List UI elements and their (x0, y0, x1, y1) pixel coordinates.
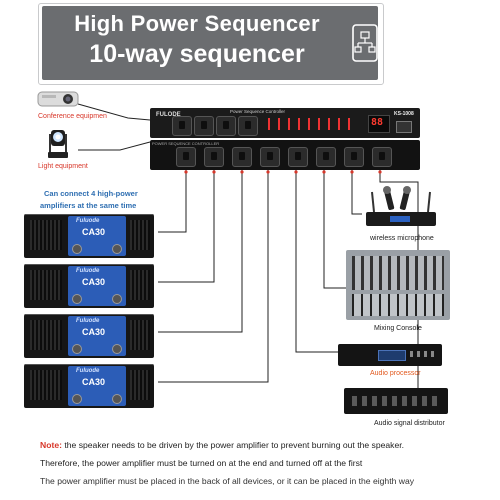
audio-processor-label: Audio processor (370, 370, 421, 377)
amp-knob (112, 394, 122, 404)
wireless-microphone-image (366, 186, 436, 226)
rear-outlet (316, 147, 336, 167)
console-faders (352, 294, 444, 316)
console-knobs (352, 256, 444, 290)
sequencer-rear-panel: POWER SEQUENCE CONTROLLER (150, 140, 420, 170)
amp-knob (72, 244, 82, 254)
amp-knob (112, 344, 122, 354)
amp-model: CA30 (82, 277, 106, 287)
amp-knob (72, 394, 82, 404)
sequencer-front-panel: FULODE Power Sequence Controller 88 KS-1… (150, 108, 420, 138)
front-outlet (194, 116, 214, 136)
amp-vent (130, 220, 150, 250)
amp-brand: Fuluode (76, 268, 100, 274)
banner-title-line1: High Power Sequencer (74, 11, 320, 36)
note-line3: The power amplifier must be placed in th… (40, 476, 415, 486)
rear-outlet (372, 147, 392, 167)
note-line1-text: the speaker needs to be driven by the po… (61, 440, 405, 450)
mixing-console-label: Mixing Console (374, 325, 422, 332)
amp-brand: Fuluode (76, 218, 100, 224)
rear-outlet (288, 147, 308, 167)
amp-knob (112, 294, 122, 304)
amp-knob (112, 244, 122, 254)
amp-vent (30, 270, 62, 300)
channel-leds (268, 118, 358, 130)
sequencer-brand: FULODE (156, 112, 181, 118)
rear-outlet (260, 147, 280, 167)
processor-screen (378, 350, 406, 361)
amp-vent (30, 220, 62, 250)
amp-vent (30, 370, 62, 400)
amp-note-line1: Can connect 4 high-power (44, 189, 138, 198)
audio-distributor-image (344, 388, 448, 414)
amp-brand: Fuluode (76, 318, 100, 324)
amp-model: CA30 (82, 327, 106, 337)
rear-outlet (176, 147, 196, 167)
front-outlet (172, 116, 192, 136)
amplifier-3: Fuluode CA30 (24, 314, 154, 358)
banner-frame (38, 3, 384, 85)
sequencer-panel-title: Power Sequence Controller (230, 109, 286, 114)
banner (42, 6, 378, 80)
amp-vent (130, 320, 150, 350)
amp-model: CA30 (82, 227, 106, 237)
processor-buttons (410, 351, 438, 357)
stage-light-image (48, 130, 68, 158)
light-label: Light equipment (38, 163, 88, 170)
led-display: 88 (368, 115, 390, 133)
rear-panel-text: POWER SEQUENCE CONTROLLER (152, 141, 220, 146)
sequencer-model: KS-1008 (394, 111, 414, 117)
audio-processor-image (338, 344, 442, 366)
note-line2: Therefore, the power amplifier must be t… (40, 458, 363, 468)
rear-outlet (344, 147, 364, 167)
distributor-ports (352, 396, 440, 406)
amp-model: CA30 (82, 377, 106, 387)
projector-image (37, 91, 79, 107)
amp-knob (72, 344, 82, 354)
notes-block: Note: the speaker needs to be driven by … (40, 436, 480, 490)
amp-knob (72, 294, 82, 304)
front-outlet (238, 116, 258, 136)
amplifier-1: Fuluode CA30 (24, 214, 154, 258)
network-hierarchy-icon (352, 24, 378, 62)
rear-outlet (232, 147, 252, 167)
rear-outlet (204, 147, 224, 167)
amp-brand: Fuluode (76, 368, 100, 374)
amp-vent (130, 370, 150, 400)
amp-note-line2: amplifiers at the same time (40, 201, 137, 210)
amplifier-4: Fuluode CA30 (24, 364, 154, 408)
audio-distributor-label: Audio signal distributor (374, 420, 445, 427)
mixing-console-image (346, 250, 450, 320)
amp-vent (130, 270, 150, 300)
banner-title-line2: 10-way sequencer (89, 40, 305, 68)
led-display-value: 88 (371, 117, 384, 128)
conference-label: Conference equipmen (38, 113, 107, 120)
wireless-mic-label: wireless microphone (370, 235, 434, 242)
amp-vent (30, 320, 62, 350)
amplifier-2: Fuluode CA30 (24, 264, 154, 308)
power-switch (396, 121, 412, 133)
note-line1: Note: the speaker needs to be driven by … (40, 436, 480, 454)
front-outlet (216, 116, 236, 136)
note-label: Note: (40, 440, 62, 450)
